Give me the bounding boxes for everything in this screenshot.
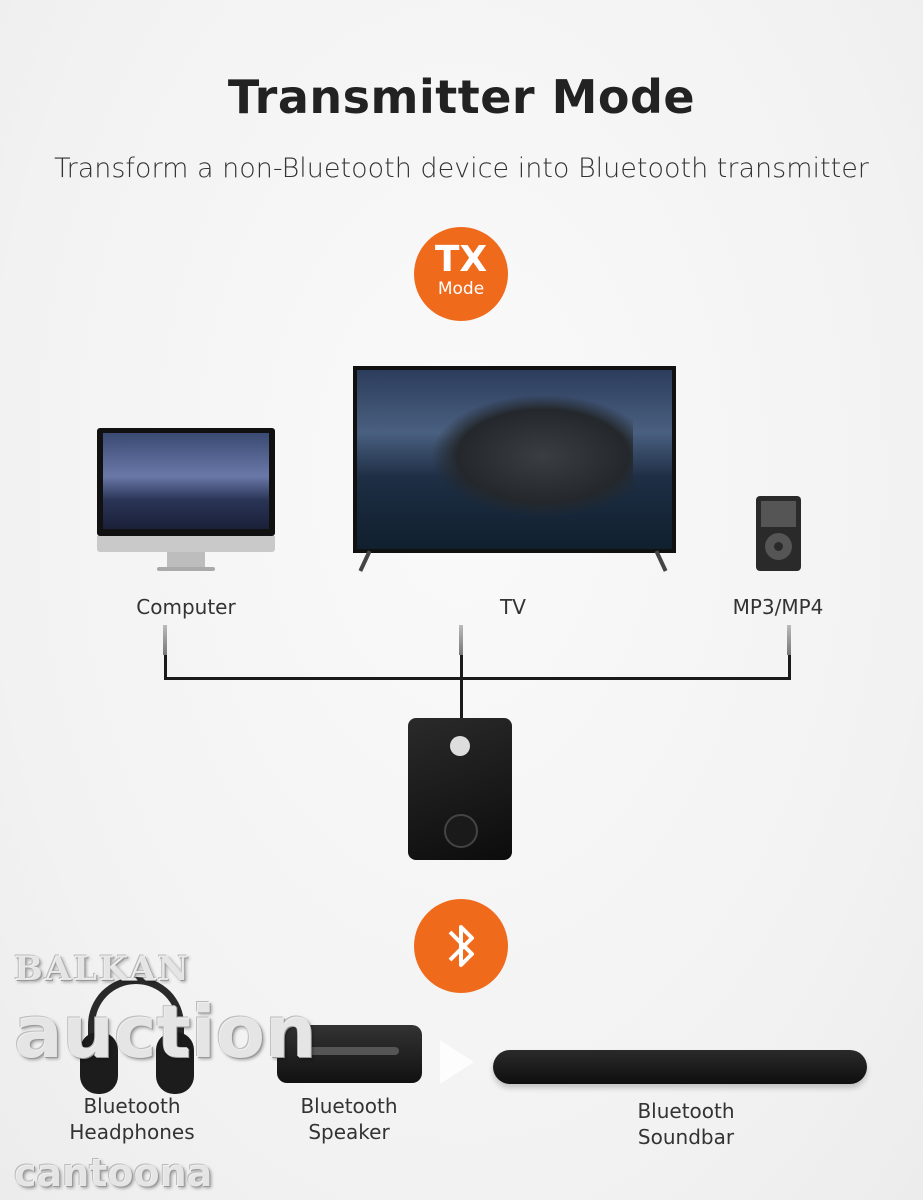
bluetooth-badge xyxy=(414,899,508,993)
source-label-computer: Computer xyxy=(136,595,236,619)
cable xyxy=(788,655,791,679)
label-line: Headphones xyxy=(69,1120,195,1144)
watermark-line: auction xyxy=(14,990,317,1074)
headphones-icon xyxy=(80,977,196,1097)
label-line: Bluetooth xyxy=(83,1094,181,1118)
watermark-arrow-icon xyxy=(440,1040,474,1084)
audio-jack-icon xyxy=(163,625,167,655)
source-label-tv: TV xyxy=(500,595,526,619)
cable xyxy=(164,677,791,680)
receiver-label-speaker: Bluetooth Speaker xyxy=(269,1093,429,1145)
speaker-icon xyxy=(277,1025,422,1083)
watermark-line: BALKAN xyxy=(14,949,191,989)
cable xyxy=(460,655,463,719)
page-subtitle: Transform a non-Bluetooth device into Bl… xyxy=(54,153,869,184)
soundbar-icon xyxy=(493,1050,867,1084)
page-title: Transmitter Mode xyxy=(227,70,696,124)
audio-jack-icon xyxy=(459,625,463,655)
label-line: Bluetooth xyxy=(637,1099,735,1123)
mp3-player-icon xyxy=(756,496,801,571)
tx-badge-text: TX xyxy=(434,239,488,280)
cable xyxy=(164,655,167,679)
receiver-label-soundbar: Bluetooth Soundbar xyxy=(606,1098,766,1150)
label-line: Bluetooth xyxy=(300,1094,398,1118)
bluetooth-icon xyxy=(448,925,474,967)
audio-jack-icon xyxy=(787,625,791,655)
label-line: Speaker xyxy=(308,1120,390,1144)
receiver-label-headphones: Bluetooth Headphones xyxy=(52,1093,212,1145)
tx-mode-badge: TX Mode xyxy=(414,227,508,321)
source-label-mp3: MP3/MP4 xyxy=(732,595,824,619)
label-line: Soundbar xyxy=(637,1125,735,1149)
computer-monitor-icon xyxy=(97,428,277,573)
tv-icon xyxy=(353,366,676,572)
watermark-line: cantoona xyxy=(14,1151,213,1195)
tx-badge-mode: Mode xyxy=(437,279,485,299)
transmitter-device-icon xyxy=(408,718,512,860)
